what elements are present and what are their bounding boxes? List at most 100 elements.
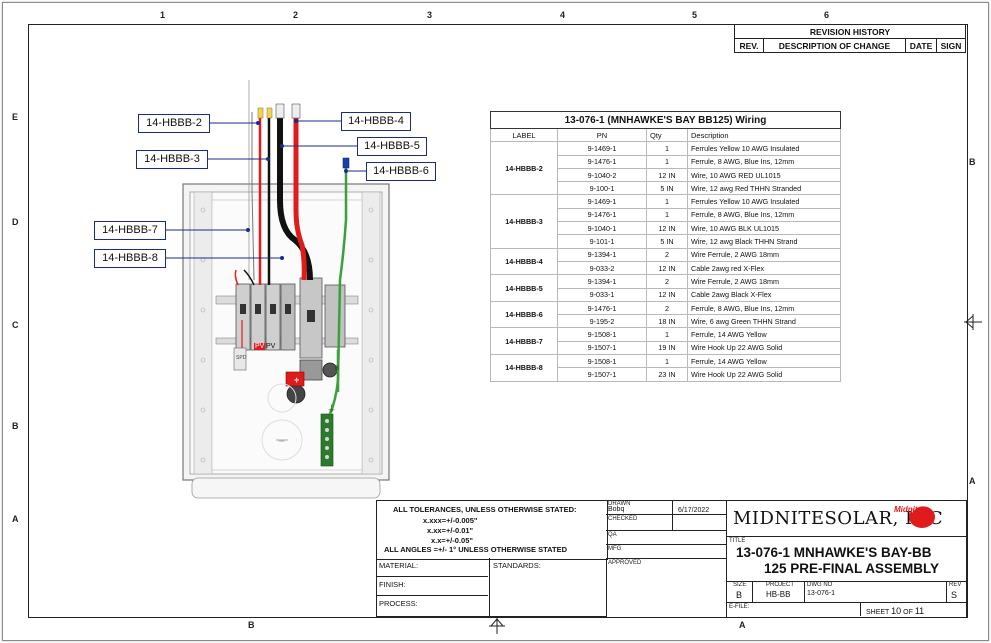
approved-label: APPROVED [608,560,642,566]
wiring-cell-description: Wire Hook Up 22 AWG Solid [687,367,841,382]
callout-14-hbbb-2: 14-HBBB-2 [138,114,210,133]
efile-divider [726,602,966,603]
project-col-divider [804,581,805,602]
zone-right-a: A [969,476,976,486]
wiring-group-label: 14-HBBB-6 [490,300,558,329]
wiring-cell-description: Cable 2awg red X-Flex [687,260,841,276]
wiring-cell-description: Ferrules Yellow 10 AWG Insulated [687,194,841,209]
efile-label: E-FILE: [729,604,750,610]
wiring-cell-qty: 2 [646,274,688,289]
wiring-cell-description: Ferrules Yellow 10 AWG Insulated [687,141,841,156]
company-logo: Midnite [892,500,936,530]
checked-label: CHECKED [608,516,638,522]
size-divider [726,581,966,582]
battery-positive-label: + [294,375,300,385]
material-box [376,558,490,617]
size-col-divider [752,581,753,602]
tolerance-angles: ALL ANGLES =+/- 1° UNLESS OTHERWISE STAT… [384,545,568,554]
wiring-cell-qty: 12 IN [646,260,688,276]
bus-b-label: B [335,366,340,372]
wiring-cell-pn: 9-1040-1 [557,221,647,236]
wiring-cell-qty: 1 [646,207,688,223]
wiring-cell-description: Wire Ferrule, 2 AWG 18mm [687,274,841,289]
wiring-cell-qty: 12 IN [646,167,688,183]
of-label: OF [903,609,913,616]
title-line-2: 125 PRE-FINAL ASSEMBLY [764,561,940,576]
zone-bottom-a: A [739,620,746,630]
wiring-cell-pn: 9-1469-1 [557,194,647,209]
wiring-cell-qty: 1 [646,154,688,169]
wiring-cell-qty: 2 [646,300,688,316]
center-mark-bottom [489,618,505,634]
callout-14-hbbb-4: 14-HBBB-4 [341,112,411,131]
sheet-value: 10 [891,606,902,616]
center-mark-right [964,314,982,330]
size-value: B [736,590,743,600]
zone-right-b: B [969,157,976,167]
wiring-cell-pn: 9-1507-1 [557,340,647,356]
wiring-cell-qty: 18 IN [646,314,688,329]
wiring-table: 13-076-1 (MNHAWKE'S BAY BB125) Wiring LA… [490,111,841,382]
callout-14-hbbb-8: 14-HBBB-8 [94,249,166,268]
title-divider [726,536,966,537]
wiring-cell-description: Ferrule, 8 AWG, Blue Ins, 12mm [687,300,841,316]
wiring-cell-pn: 9-033-2 [557,260,647,276]
material-label: MATERIAL: [379,561,419,570]
company-name: MIDNITESOLAR, INC [733,508,944,529]
dwg-col-divider [946,581,947,602]
signoff-box [606,500,727,618]
wiring-cell-qty: 1 [646,327,688,342]
process-label: PROCESS: [379,599,418,608]
rev-label: REV [949,582,962,588]
wiring-cell-qty: 1 [646,354,688,369]
wiring-cell-description: Ferrule, 8 AWG, Blue Ins, 12mm [687,207,841,223]
logo-text: Midnite [894,505,922,514]
wiring-cell-pn: 9-1394-1 [557,247,647,262]
signoff-divider-1 [606,514,726,515]
wiring-cell-qty: 1 [646,141,688,156]
mfg-label: MFG [608,546,622,552]
dwg-value: 13-076-1 [807,590,836,597]
drawn-by: Bobq [608,506,625,513]
wiring-cell-pn: 9-101-1 [557,234,647,249]
wiring-cell-qty: 12 IN [646,221,688,236]
zone-top-2: 2 [293,10,299,20]
signoff-divider-4 [606,558,726,559]
wiring-group-label: 14-HBBB-3 [490,194,558,249]
wiring-cell-pn: 9-033-1 [557,287,647,302]
wiring-cell-pn: 9-1508-1 [557,354,647,369]
wiring-cell-pn: 9-1508-1 [557,327,647,342]
sheet-label: SHEET [866,609,890,616]
drawn-label: DRAWN [608,501,631,507]
standards-label: STANDARDS: [493,561,541,570]
zone-bottom-b: B [248,620,255,630]
finish-divider [376,595,488,596]
wiring-cell-qty: 2 [646,247,688,262]
zone-left-a: A [12,514,19,524]
zone-top-3: 3 [427,10,433,20]
wiring-cell-description: Cable 2awg Black X-Flex [687,287,841,302]
revision-history-table: REVISION HISTORY REV. DESCRIPTION OF CHA… [734,24,966,53]
rev-col-sign: SIGN [936,38,966,53]
standards-box [488,558,607,617]
wiring-cell-pn: 9-1469-1 [557,141,647,156]
sheet-number: SHEET 10 OF 11 [866,606,924,616]
spd-label: SPD [236,355,247,361]
pv-left-label: PV [254,343,266,350]
wiring-cell-pn: 9-1394-1 [557,274,647,289]
project-value: HB-BB [766,590,791,599]
tolerance-x: x.x=+/-0.05" [431,536,473,545]
wiring-cell-pn: 9-195-2 [557,314,647,329]
wiring-cell-pn: 9-1476-1 [557,154,647,169]
callout-14-hbbb-6: 14-HBBB-6 [366,162,436,181]
wiring-cell-qty: 5 IN [646,181,688,196]
wiring-cell-description: Wire, 10 AWG RED UL1015 [687,167,841,183]
signoff-divider-3 [606,544,726,545]
